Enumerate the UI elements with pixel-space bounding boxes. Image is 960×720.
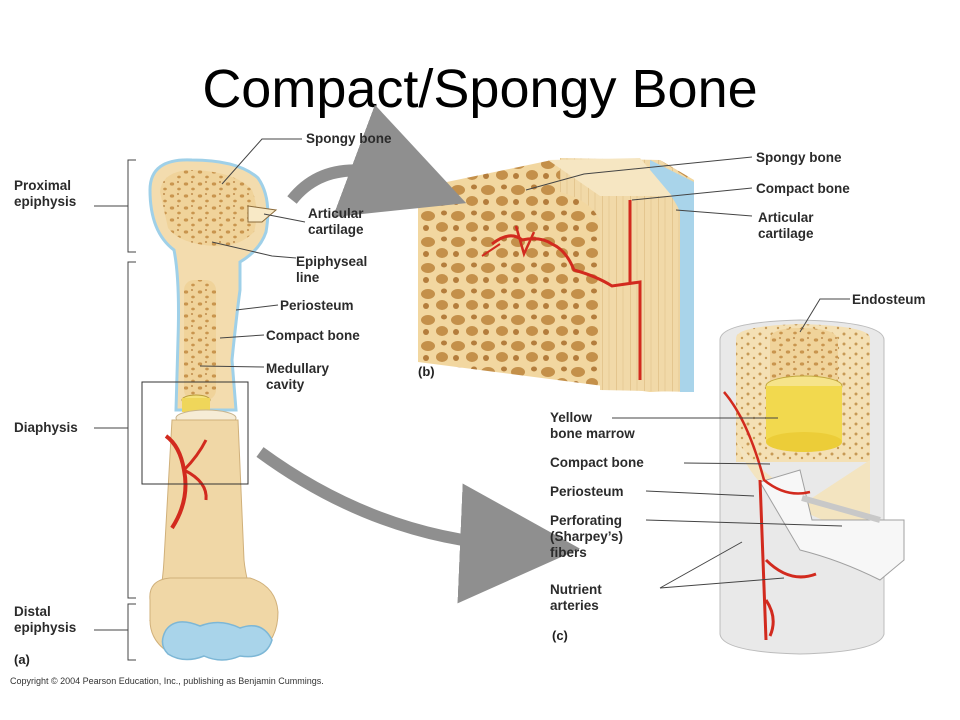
label-proximal-epiphysis: Proximal epiphysis (14, 178, 77, 209)
label-a-compact-bone: Compact bone (266, 328, 360, 343)
bone-cylinder (719, 319, 905, 655)
arrow-to-c (256, 447, 580, 604)
label-c-nutrient-arteries: Nutrient arteries (550, 582, 602, 613)
label-a-spongy-bone: Spongy bone (306, 131, 392, 146)
label-a-articular-cartilage: Articular cartilage (308, 206, 364, 237)
label-a-epiphyseal-line: Epiphyseal line (296, 254, 368, 285)
label-b-articular-cartilage: Articular cartilage (758, 210, 814, 241)
label-c-compact-bone: Compact bone (550, 455, 644, 470)
panel-b-leaders (525, 156, 753, 217)
panel-a-leaders (199, 138, 306, 368)
panel-a-label: (a) (14, 652, 30, 667)
articular-cartilage-notch (247, 205, 278, 223)
label-b-compact-bone: Compact bone (756, 181, 850, 196)
label-distal-epiphysis: Distal epiphysis (14, 604, 77, 635)
page-title: Compact/Spongy Bone (202, 59, 758, 119)
label-c-periosteum: Periosteum (550, 484, 624, 499)
arrow-to-b (287, 104, 467, 218)
panel-b-label: (b) (418, 364, 435, 379)
label-a-periosteum: Periosteum (280, 298, 354, 313)
label-c-endosteum: Endosteum (852, 292, 926, 307)
region-brackets (94, 159, 136, 661)
medullary-spongy (184, 280, 216, 400)
copyright-text: Copyright © 2004 Pearson Education, Inc.… (10, 676, 324, 686)
label-a-medullary-cavity: Medullary cavity (266, 361, 330, 392)
long-bone (141, 158, 279, 661)
label-c-yellow-bone-marrow: Yellow bone marrow (550, 410, 635, 441)
distal-cartilage (161, 621, 273, 661)
zoom-box (141, 381, 249, 485)
label-diaphysis: Diaphysis (14, 420, 78, 435)
panel-c-leaders (612, 298, 850, 589)
label-c-perforating-fibers: Perforating (Sharpey’s) fibers (550, 513, 624, 560)
spongy-bone-head (160, 170, 257, 247)
panel-c-label: (c) (552, 628, 568, 643)
spongy-block (418, 158, 694, 392)
label-b-spongy-bone: Spongy bone (756, 150, 842, 165)
